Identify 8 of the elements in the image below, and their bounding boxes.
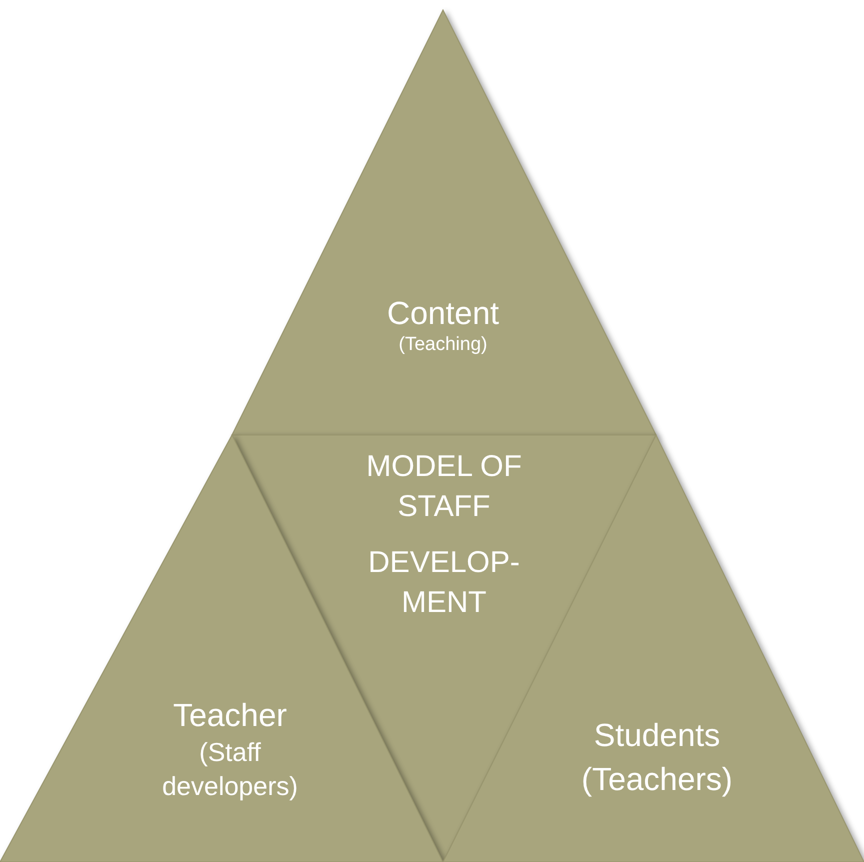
segment-subtitle: (Staff developers) xyxy=(161,736,299,803)
segment-subtitle: (Teaching) xyxy=(398,333,488,357)
segment-subtitle: (Teachers) xyxy=(581,760,733,799)
segment-title: Content xyxy=(386,294,500,333)
segment-subtitle: DEVELOP- MENT xyxy=(367,545,521,621)
segment-title: Teacher xyxy=(173,696,287,735)
segment-title: MODEL OF STAFF xyxy=(365,449,523,525)
segment-title: Students xyxy=(594,716,720,755)
